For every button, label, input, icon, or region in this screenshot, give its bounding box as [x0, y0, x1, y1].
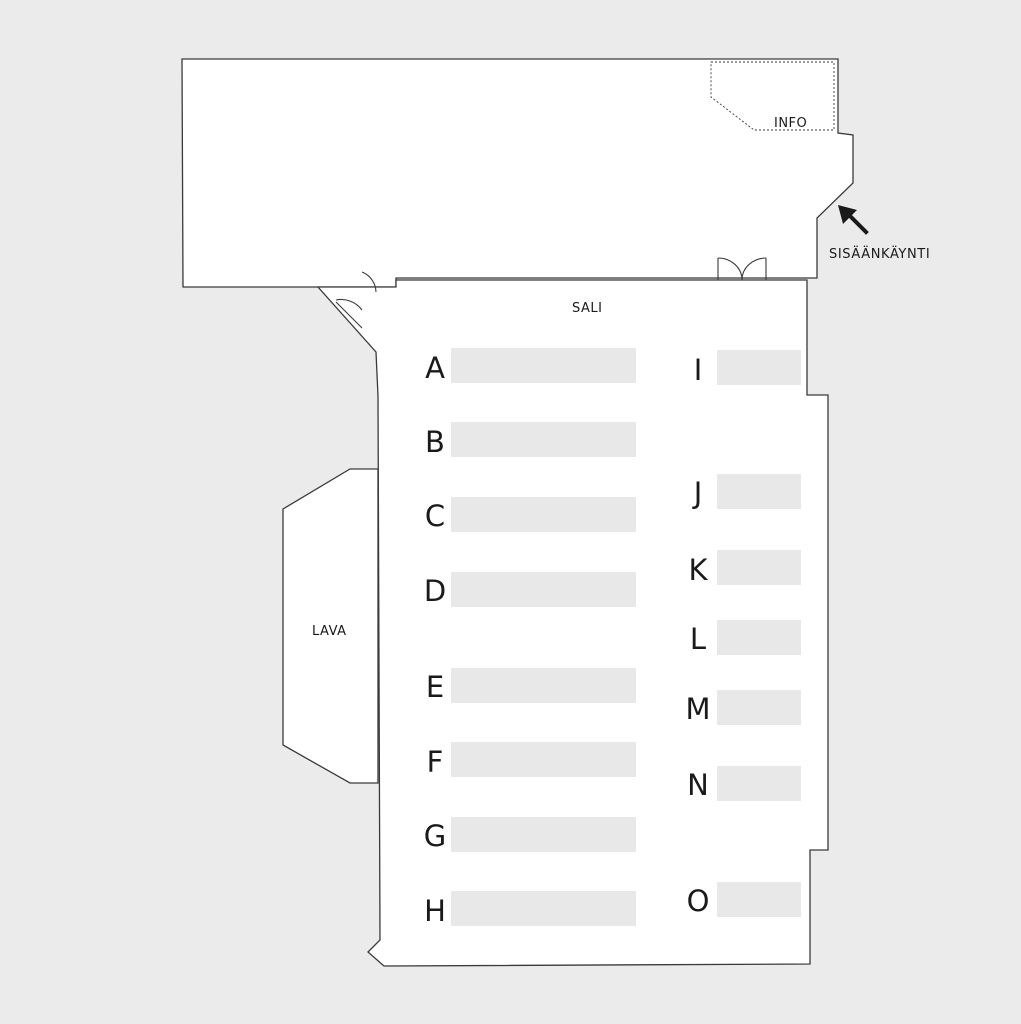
table-g	[451, 817, 636, 852]
lava-stage	[282, 468, 379, 784]
entrance-label: SISÄÄNKÄYNTI	[829, 246, 930, 262]
table-k	[717, 550, 801, 585]
table-f	[451, 742, 636, 777]
row-label-l: L	[690, 622, 706, 656]
hall-doors-right	[717, 257, 767, 281]
lava-label: LAVA	[312, 624, 347, 639]
table-c	[451, 497, 636, 532]
info-label: INFO	[774, 116, 807, 131]
row-label-g: G	[424, 819, 446, 853]
row-label-i: I	[694, 353, 703, 387]
row-label-c: C	[425, 499, 445, 533]
table-d	[451, 572, 636, 607]
tables-left	[451, 348, 636, 926]
table-e	[451, 668, 636, 703]
table-a	[451, 348, 636, 383]
arrow-up-left-icon	[838, 205, 869, 235]
row-letters-left: A B C D E F G H	[424, 351, 446, 928]
table-l	[717, 620, 801, 655]
table-m	[717, 690, 801, 725]
hall-doors-left	[335, 271, 377, 329]
table-j	[717, 474, 801, 509]
table-i	[717, 350, 801, 385]
row-label-j: J	[692, 476, 703, 510]
row-label-n: N	[687, 768, 709, 802]
tables-right	[717, 350, 801, 917]
lobby-area	[181, 58, 854, 288]
row-label-a: A	[425, 351, 445, 385]
table-o	[717, 882, 801, 917]
row-letters-right: I J K L M N O	[685, 353, 710, 918]
row-label-b: B	[425, 425, 445, 459]
sali-hall	[316, 279, 829, 967]
table-n	[717, 766, 801, 801]
row-label-d: D	[424, 574, 446, 608]
row-label-f: F	[427, 745, 444, 779]
row-label-e: E	[426, 670, 444, 704]
row-label-o: O	[687, 884, 710, 918]
table-b	[451, 422, 636, 457]
table-h	[451, 891, 636, 926]
row-label-m: M	[685, 692, 710, 726]
sali-label: SALI	[572, 301, 602, 316]
row-label-h: H	[424, 894, 446, 928]
row-label-k: K	[688, 553, 708, 587]
